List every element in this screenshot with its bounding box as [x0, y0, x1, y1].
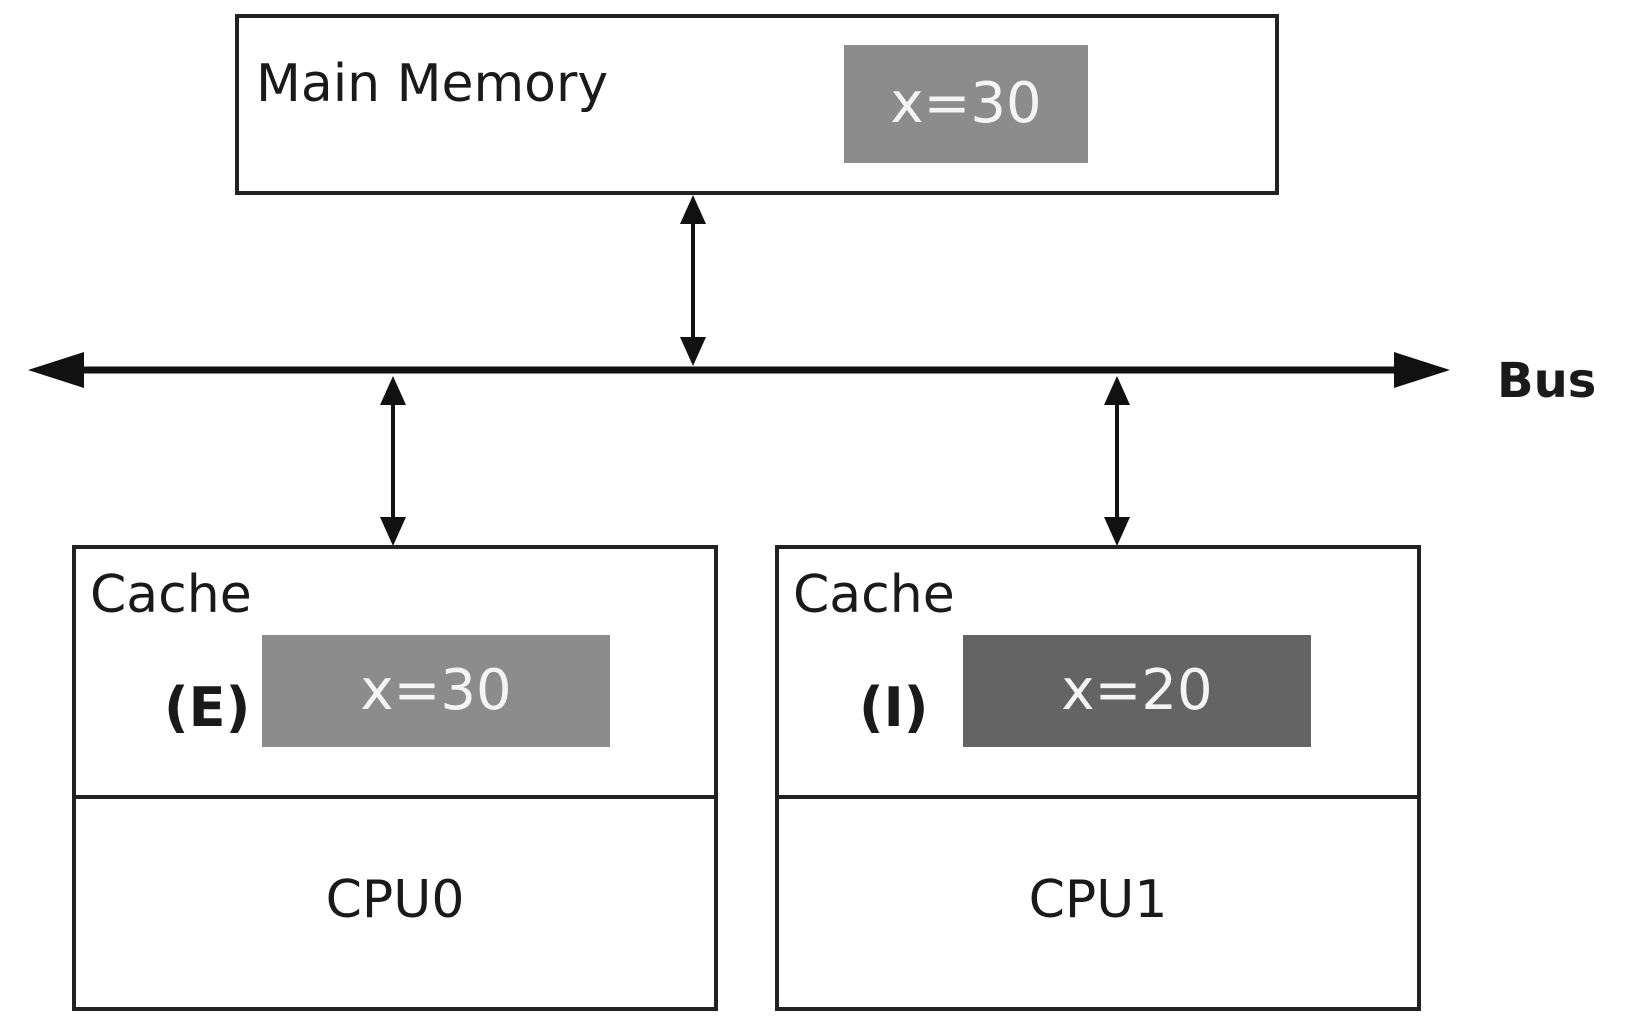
bus-label: Bus [1497, 353, 1597, 409]
main-memory-box: Main Memory x=30 [235, 14, 1279, 195]
cpu0-cache-value-cell: x=30 [262, 635, 610, 747]
bus-left-arrowhead [28, 352, 84, 388]
memory-bus-arrow-up [680, 195, 706, 224]
cpu1-cache-state: (I) [859, 676, 929, 739]
cpu1-bus-arrow-up [1104, 376, 1130, 405]
cpu1-label: CPU1 [1028, 870, 1168, 930]
bus-right-arrowhead [1394, 352, 1450, 388]
cpu0-cache-label: Cache [90, 565, 252, 625]
cpu1-cache-label: Cache [793, 565, 955, 625]
cpu0-label: CPU0 [325, 870, 465, 930]
cpu1-cache-cpu-divider [779, 795, 1417, 799]
cpu0-cache-cpu-divider [76, 795, 714, 799]
cpu0-bus-arrow-down [380, 517, 406, 546]
cpu1-cache-value-cell: x=20 [963, 635, 1311, 747]
memory-bus-arrow-down [680, 337, 706, 366]
main-memory-value-cell: x=30 [844, 45, 1088, 163]
cpu1-block: Cache (I) x=20 CPU1 [775, 545, 1421, 1011]
cpu0-bus-arrow-up [380, 376, 406, 405]
main-memory-label: Main Memory [256, 54, 609, 114]
cpu0-cache-state: (E) [164, 676, 251, 739]
cpu1-bus-arrow-down [1104, 517, 1130, 546]
cpu0-block: Cache (E) x=30 CPU0 [72, 545, 718, 1011]
